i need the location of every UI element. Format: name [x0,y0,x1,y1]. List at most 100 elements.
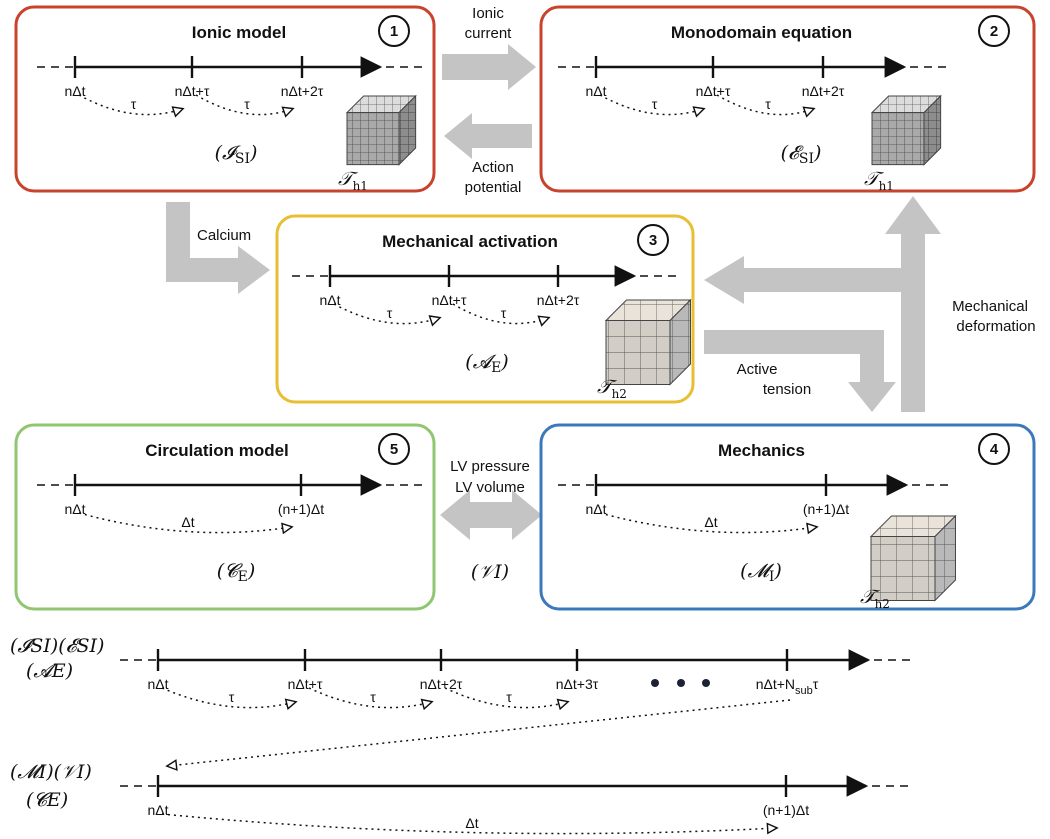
tick-label: nΔt+τ [696,83,731,99]
cube-side [398,94,417,166]
box-symbol: (𝓐E) [465,351,508,376]
step-arc [452,303,548,324]
box-title: Ionic model [192,23,286,42]
box-title: Mechanics [718,441,805,460]
box-symbol: (𝓜I) [740,560,782,585]
box-symbol: (𝓒E) [217,560,256,585]
transfer-arrow [168,699,791,766]
active-tension-label-2: tension [763,381,811,398]
fine-symbols-row2: (𝓐E) [26,660,73,682]
step-badge-number: 1 [390,23,398,40]
ionic-current-label: Ionic [472,5,504,22]
lv-pressure-label: LV pressure [450,458,530,475]
step-arc [78,512,291,533]
step-label: τ [244,96,250,112]
mechanical-deformation-label-2: deformation [956,318,1035,335]
step-label: τ [652,96,658,112]
mesh-cube [870,94,942,166]
tick-label: nΔt [585,501,606,517]
tick-label: nΔt [319,292,340,308]
tick-label: nΔt [147,802,168,818]
step-badge-number: 5 [390,441,398,458]
fine-symbols-row1: (𝓘SI)(𝓔SI) [10,635,104,657]
step-label: Δt [181,514,194,530]
active-tension-label: Active [737,361,778,378]
cube-front [871,112,925,166]
step-label: τ [229,689,235,705]
box-frame [275,214,695,404]
step-label: τ [501,305,507,321]
cube-side [923,94,942,166]
tick-label: nΔt+2τ [802,83,845,99]
mechanical-deformation-label: Mechanical [952,298,1028,315]
step-label: τ [765,96,771,112]
tick-label: nΔt+Nsubτ [756,676,819,697]
step-label: Δt [465,815,478,831]
step-label: τ [387,305,393,321]
cube-front [870,535,936,601]
calcium-arrow [166,202,270,294]
tick-label: nΔt+τ [175,83,210,99]
box-timeline: nΔt nΔt+τ nΔt+2τ τ τ [558,56,950,115]
box-frame [14,423,436,611]
coupling-arrows [166,44,941,540]
box-symbol: (𝓔SI) [781,142,822,167]
box-title: Monodomain equation [671,23,852,42]
tick-label: nΔt+2τ [537,292,580,308]
mesh-cube [345,94,417,166]
tick-label: nΔt+3τ [556,676,599,692]
tick-label: (n+1)Δt [763,802,809,818]
lv-exchange-arrow [440,490,542,540]
box-title: Mechanical activation [382,232,558,251]
coarse-symbols-row1: (𝓜I)(𝒱I) [10,761,92,783]
ellipsis-dot [651,679,659,687]
step-arc [599,94,703,115]
step-label: τ [131,96,137,112]
step-badge [978,433,1010,465]
step-arc [161,687,295,708]
ionic-current-label-2: current [465,25,513,42]
step-badge [637,224,669,256]
step-arc [161,813,776,834]
mechanical-deformation-arrow [704,196,941,412]
step-arc [599,512,816,533]
step-badge-number: 2 [990,23,998,40]
cube-side [669,298,691,386]
calcium-label: Calcium [197,227,251,244]
step-arc [333,303,439,324]
tick-label: (n+1)Δt [278,501,324,517]
lv-volume-label: LV volume [455,479,525,496]
box-frame [14,5,436,193]
coupling-symbol: (𝒱I) [471,561,509,583]
ionic-current-arrow [442,44,536,90]
cube-front [346,112,400,166]
box-monodomain: Monodomain equation 2 nΔt nΔt+τ nΔt+2τ τ τ (𝓔SI… [539,5,1036,193]
step-label: τ [506,689,512,705]
tick-label: nΔt+2τ [281,83,324,99]
mesh-cube [604,298,692,386]
cube-side [934,514,956,602]
action-potential-arrow [444,113,532,159]
step-arc [78,94,182,115]
cube-front [605,319,671,385]
box-symbol: (𝓘SI) [215,142,258,167]
step-label: τ [370,689,376,705]
tick-label: nΔt [585,83,606,99]
step-badge [378,433,410,465]
step-badge [378,15,410,47]
action-potential-label-2: potential [465,179,522,196]
box-title: Circulation model [145,441,289,460]
step-badge-number: 4 [990,441,999,458]
tick-label: nΔt+2τ [420,676,463,692]
step-arc [716,94,813,115]
